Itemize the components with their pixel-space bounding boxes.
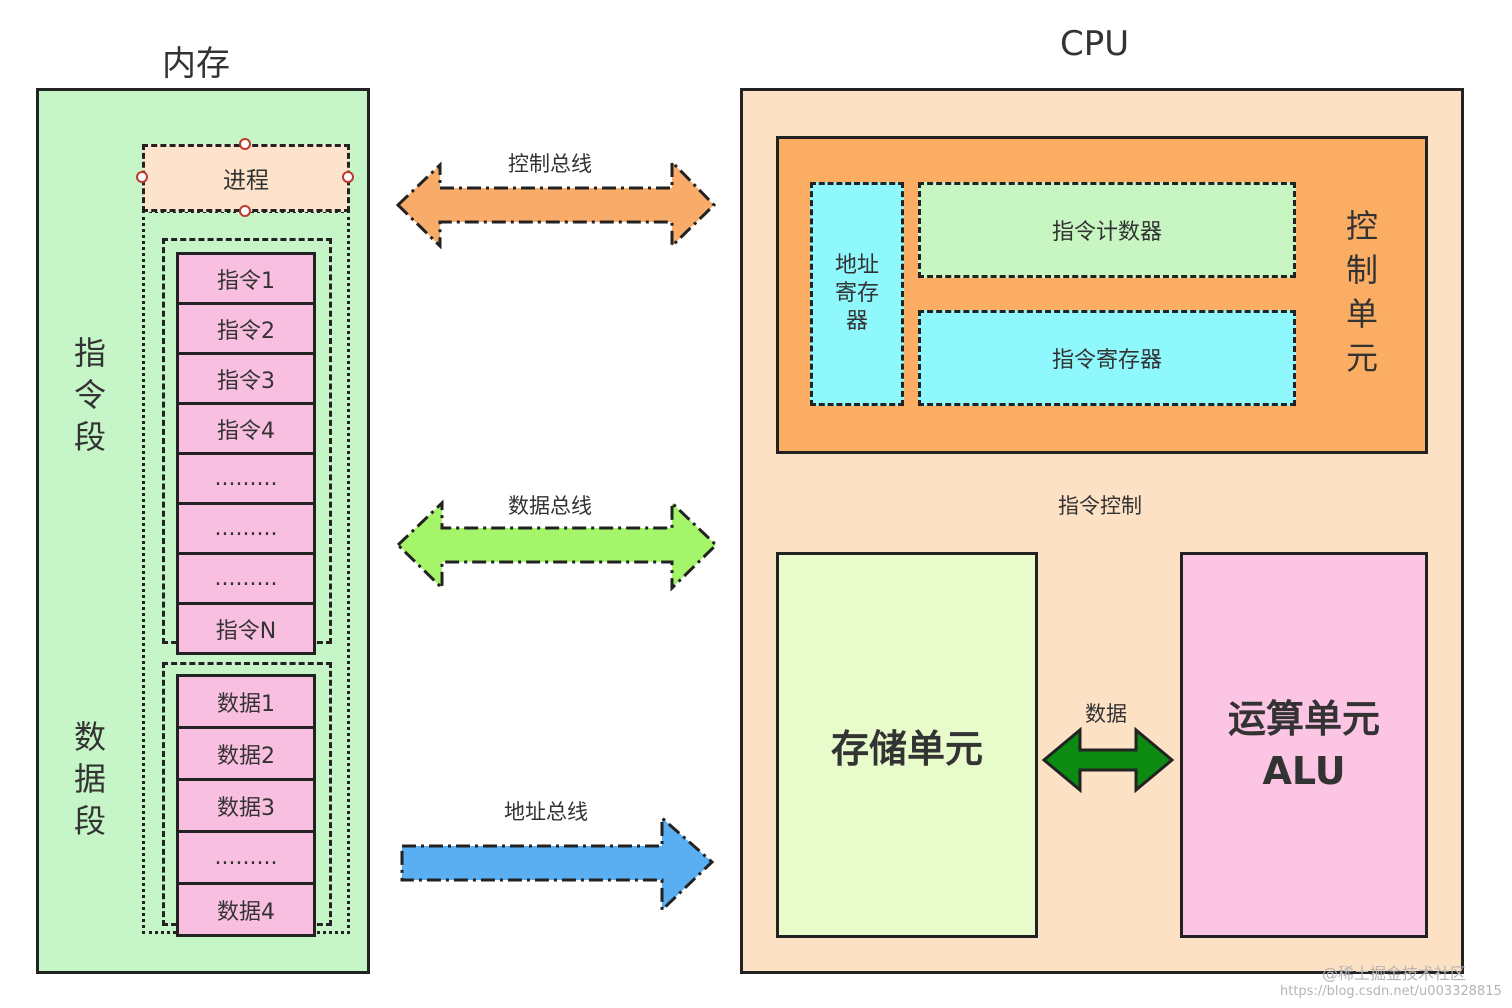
alu-unit[interactable]: 运算单元 ALU [1180,552,1428,938]
alu-label-line1: 运算单元 [1227,697,1380,741]
alu-label-line2: ALU [1262,749,1346,793]
instruction-register[interactable]: 指令寄存器 [918,310,1296,406]
internal-data-label: 数据 [1085,702,1127,726]
control-bus-arrow [395,158,717,250]
cpu-title: CPU [1060,24,1130,64]
address-bus-label: 地址总线 [504,800,588,824]
address-register-line1: 地址 [834,253,879,278]
resize-handle-top[interactable] [239,138,251,150]
instruction-cell[interactable]: 指令N [176,602,316,655]
watermark-url: https://blog.csdn.net/u003328815 [1280,984,1502,999]
data-segment-label: 数 据 段 [73,718,106,840]
control-bus-label: 控制总线 [508,152,592,176]
instruction-register-label: 指令寄存器 [1051,348,1162,373]
program-counter[interactable]: 指令计数器 [918,182,1296,278]
data-cell[interactable]: ......... [176,830,316,885]
data-bus-arrow [395,499,719,592]
instruction-cell[interactable]: 指令3 [176,352,316,405]
instruction-cell[interactable]: 指令1 [176,252,316,305]
watermark-community: @稀土掘金技术社区 [1322,964,1467,983]
storage-unit[interactable]: 存储单元 [776,552,1038,938]
instruction-cell[interactable]: ......... [176,552,316,605]
process-label: 进程 [223,168,269,194]
internal-data-arrow [1041,726,1175,794]
resize-handle-left[interactable] [136,171,148,183]
address-register-line3: 器 [845,309,868,334]
instruction-cell[interactable]: 指令2 [176,302,316,355]
data-bus-label: 数据总线 [508,494,592,518]
storage-unit-label: 存储单元 [830,726,983,771]
instruction-control-label: 指令控制 [1058,494,1142,518]
address-bus-arrow [400,814,715,914]
resize-handle-right[interactable] [342,171,354,183]
resize-handle-bottom[interactable] [239,205,251,217]
control-unit-label: 控 制 单 元 [1345,207,1378,377]
address-register-line2: 寄存 [834,281,879,306]
instruction-segment-label: 指 令 段 [73,334,106,456]
address-register[interactable]: 地址 寄存 器 [810,182,904,406]
instruction-cell[interactable]: ......... [176,502,316,555]
memory-title: 内存 [162,44,230,84]
program-counter-label: 指令计数器 [1051,220,1162,245]
data-cell[interactable]: 数据4 [176,882,316,937]
